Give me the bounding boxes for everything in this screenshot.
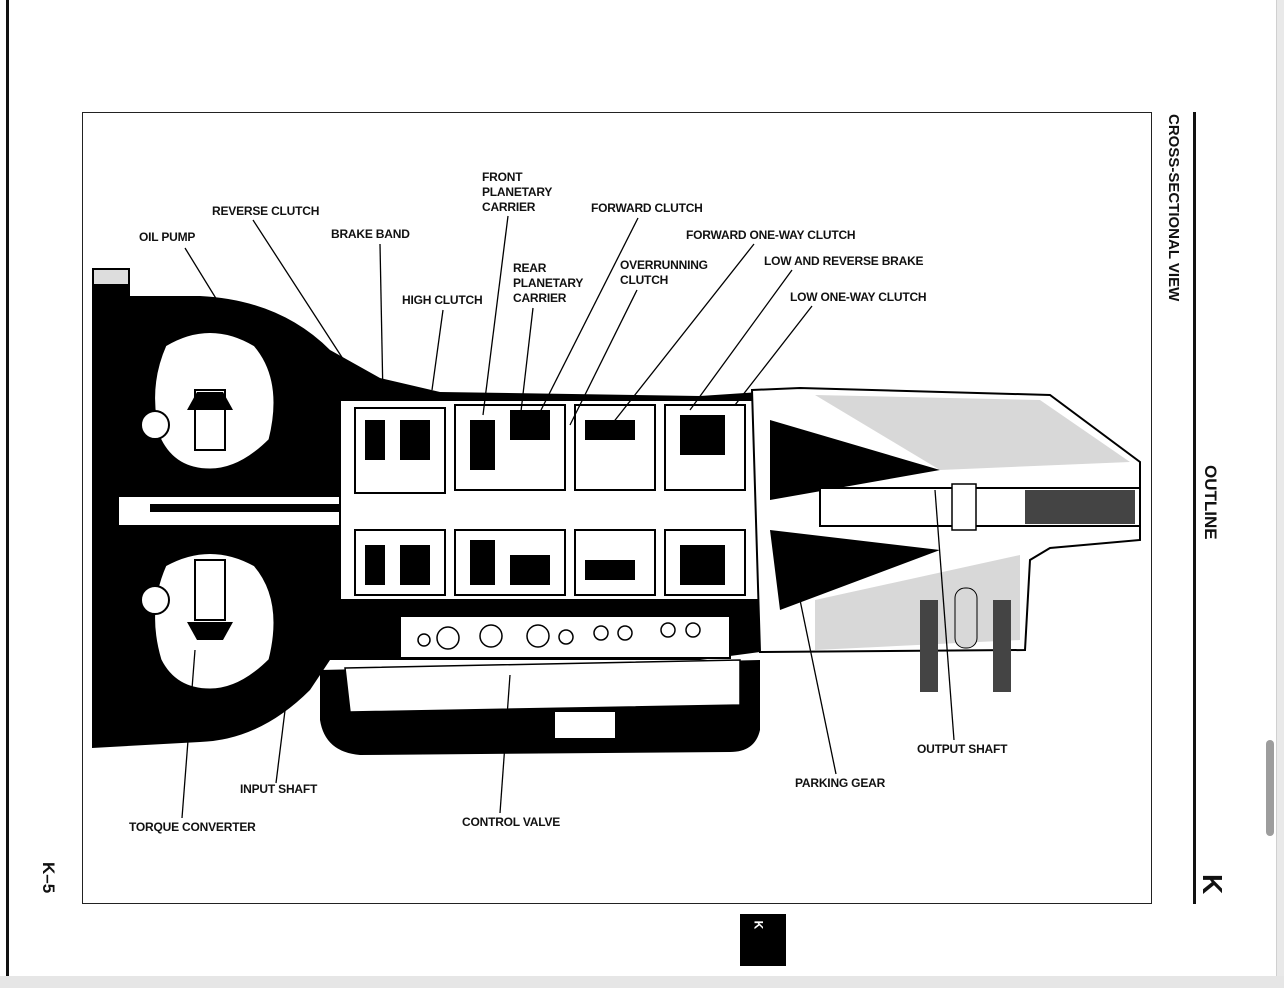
label-control-valve: CONTROL VALVE [462, 815, 561, 829]
label-reverse-clutch: REVERSE CLUTCH [212, 204, 320, 218]
section-title: OUTLINE [1201, 465, 1220, 540]
label-low-one-way-clutch: LOW ONE-WAY CLUTCH [790, 290, 927, 304]
valve-body [399, 615, 731, 659]
label-parking-gear: PARKING GEAR [795, 776, 886, 790]
figure-frame [82, 112, 1152, 904]
label-rear-planetary-carrier: REAR PLANETARY CARRIER [513, 261, 584, 305]
page-left-rule [6, 0, 9, 976]
scrollbar-thumb[interactable] [1266, 740, 1274, 836]
section-thumb-tab: K [740, 914, 786, 966]
page-number: K–5 [39, 862, 58, 894]
label-overrunning-clutch: OVERRUNNING CLUTCH [620, 258, 708, 287]
label-input-shaft: INPUT SHAFT [240, 782, 318, 796]
housing-tag [94, 270, 128, 284]
label-front-planetary-carrier: FRONT PLANETARY CARRIER [482, 170, 553, 214]
label-low-and-reverse-brake: LOW AND REVERSE BRAKE [764, 254, 924, 268]
section-rule [1193, 112, 1196, 904]
label-high-clutch: HIGH CLUTCH [402, 293, 483, 307]
label-forward-clutch: FORWARD CLUTCH [591, 201, 703, 215]
thumb-tab-letter: K [751, 920, 766, 930]
scrollbar-track[interactable] [1276, 0, 1284, 976]
torque-converter-lower [152, 551, 277, 692]
label-brake-band: BRAKE BAND [331, 227, 410, 241]
label-forward-one-way-clutch: FORWARD ONE-WAY CLUTCH [686, 228, 856, 242]
label-torque-converter: TORQUE CONVERTER [129, 820, 256, 834]
label-oil-pump: OIL PUMP [139, 230, 196, 244]
label-output-shaft: OUTPUT SHAFT [917, 742, 1008, 756]
page-gap [0, 976, 1284, 988]
figure-title: CROSS-SECTIONAL VIEW [1165, 114, 1182, 302]
section-letter: K [1197, 874, 1228, 895]
